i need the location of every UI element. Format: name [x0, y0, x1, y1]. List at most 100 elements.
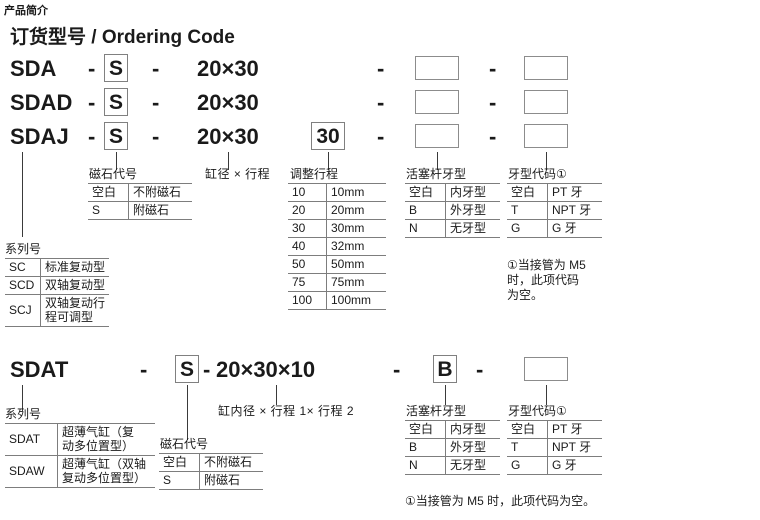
- cell-code: N: [405, 219, 446, 238]
- connector-thread-code: [546, 152, 547, 170]
- cell-code: S: [88, 201, 129, 220]
- connector-adjust: [328, 152, 329, 170]
- sdat-caption-bore-stroke: 缸内径 × 行程 1× 行程 2: [218, 404, 355, 418]
- ordering-code-title: 订货型号 / Ordering Code: [10, 27, 235, 48]
- row3-thread-code-box[interactable]: [524, 124, 568, 148]
- table-row: 50 50mm: [288, 255, 386, 274]
- row1-magnet-box[interactable]: S: [104, 54, 128, 82]
- row1-bore-stroke: 20×30: [197, 56, 259, 81]
- cell-desc: 双轴复动型: [40, 276, 109, 295]
- cell-desc: NPT 牙: [547, 201, 602, 220]
- cell-code: 10: [288, 183, 327, 202]
- table-row: S 附磁石: [159, 471, 263, 490]
- row3-magnet-box[interactable]: S: [104, 122, 128, 150]
- row3-dash-2: -: [152, 124, 160, 149]
- row2-magnet-box[interactable]: S: [104, 88, 128, 116]
- caption-rod-thread: 活塞杆牙型: [406, 167, 467, 181]
- sdat-magnet-box[interactable]: S: [175, 355, 199, 383]
- cell-desc: 双轴复动行 程可调型: [40, 294, 109, 327]
- cell-code: S: [159, 471, 200, 490]
- rod-thread-table: 空白 内牙型 B 外牙型 N 无牙型: [405, 183, 500, 238]
- series-code-table: SC 标准复动型 SCD 双轴复动型 SCJ 双轴复动行 程可调型: [5, 258, 109, 327]
- caption-adjust-stroke: 调整行程: [290, 167, 339, 181]
- sdat-caption-rod-thread: 活塞杆牙型: [406, 404, 467, 418]
- cell-desc: 75mm: [326, 273, 386, 292]
- table-row: SDAT 超薄气缸（复 动多位置型）: [5, 423, 155, 456]
- row1-dash-2: -: [152, 56, 160, 81]
- row3-dash-4: -: [489, 124, 497, 149]
- table-row: 空白 不附磁石: [159, 453, 263, 472]
- table-row: 空白 内牙型: [405, 183, 500, 202]
- cell-desc: 内牙型: [445, 183, 500, 202]
- table-row: 20 20mm: [288, 201, 386, 220]
- sdat-thread-code-table: 空白 PT 牙 T NPT 牙 G G 牙: [507, 420, 602, 475]
- row3-rod-thread-box[interactable]: [415, 124, 459, 148]
- cell-code: 75: [288, 273, 327, 292]
- sdat-dash-2: -: [203, 357, 211, 382]
- sdat-caption-series: 系列号: [5, 407, 42, 421]
- cell-desc: 10mm: [326, 183, 386, 202]
- cell-code: 空白: [507, 183, 548, 202]
- row2-bore-stroke: 20×30: [197, 90, 259, 115]
- row3-dash-3: -: [377, 124, 385, 149]
- cell-code: 40: [288, 237, 327, 256]
- table-row: 10 10mm: [288, 183, 386, 202]
- cell-desc: 附磁石: [199, 471, 263, 490]
- cell-code: SDAT: [5, 423, 58, 456]
- cell-code: SCJ: [5, 294, 41, 327]
- cell-desc: 不附磁石: [199, 453, 263, 472]
- sdat-series-table: SDAT 超薄气缸（复 动多位置型） SDAW 超薄气缸（双轴 复动多位置型）: [5, 423, 155, 488]
- cell-desc: PT 牙: [547, 183, 602, 202]
- cell-code: N: [405, 456, 446, 475]
- cell-desc: G 牙: [547, 219, 602, 238]
- cell-code: SC: [5, 258, 41, 277]
- cell-code: 空白: [88, 183, 129, 202]
- table-row: 40 32mm: [288, 237, 386, 256]
- cell-code: 空白: [405, 420, 446, 439]
- table-row: SDAW 超薄气缸（双轴 复动多位置型）: [5, 455, 155, 488]
- cell-desc: 50mm: [326, 255, 386, 274]
- connector-bore-stroke: [228, 152, 229, 170]
- row2-dash-1: -: [88, 90, 96, 115]
- cell-desc: 无牙型: [445, 456, 500, 475]
- row3-adjust-box[interactable]: 30: [311, 122, 345, 150]
- row1-rod-thread-box[interactable]: [415, 56, 459, 80]
- sdat-thread-code-box[interactable]: [524, 357, 568, 381]
- sdat-rod-thread-box[interactable]: B: [433, 355, 457, 383]
- table-row: T NPT 牙: [507, 438, 602, 457]
- sdat-dash-4: -: [476, 357, 484, 382]
- row2-thread-code-box[interactable]: [524, 90, 568, 114]
- row2-dash-2: -: [152, 90, 160, 115]
- sdat-caption-thread-code: 牙型代码①: [508, 404, 567, 418]
- sdat-connector-bore-stroke: [276, 385, 277, 405]
- cell-desc: 内牙型: [445, 420, 500, 439]
- cell-code: SCD: [5, 276, 41, 295]
- cell-desc: 不附磁石: [128, 183, 192, 202]
- row2-rod-thread-box[interactable]: [415, 90, 459, 114]
- cell-code: T: [507, 438, 548, 457]
- caption-series-code: 系列号: [5, 242, 42, 256]
- table-row: 空白 内牙型: [405, 420, 500, 439]
- table-row: 空白 PT 牙: [507, 183, 602, 202]
- sdat-dash-3: -: [393, 357, 401, 382]
- table-row: N 无牙型: [405, 456, 500, 475]
- connector-rod-thread: [437, 152, 438, 170]
- connector-series: [22, 152, 23, 237]
- caption-bore-stroke: 缸径 × 行程: [205, 167, 271, 181]
- sdat-connector-magnet: [187, 385, 188, 440]
- cell-code: 30: [288, 219, 327, 238]
- table-row: G G 牙: [507, 219, 602, 238]
- row3-dash-1: -: [88, 124, 96, 149]
- cell-desc: 32mm: [326, 237, 386, 256]
- table-row: N 无牙型: [405, 219, 500, 238]
- cell-desc: 100mm: [326, 291, 386, 310]
- cell-desc: 外牙型: [445, 438, 500, 457]
- table-row: B 外牙型: [405, 201, 500, 220]
- sdat-caption-magnet: 磁石代号: [160, 437, 209, 451]
- row1-thread-code-box[interactable]: [524, 56, 568, 80]
- sdat-connector-thread-code: [546, 385, 547, 405]
- cell-desc: 超薄气缸（复 动多位置型）: [57, 423, 155, 456]
- row1-dash-3: -: [377, 56, 385, 81]
- sdat-rod-thread-table: 空白 内牙型 B 外牙型 N 无牙型: [405, 420, 500, 475]
- row2-series-code: SDAD: [10, 90, 73, 115]
